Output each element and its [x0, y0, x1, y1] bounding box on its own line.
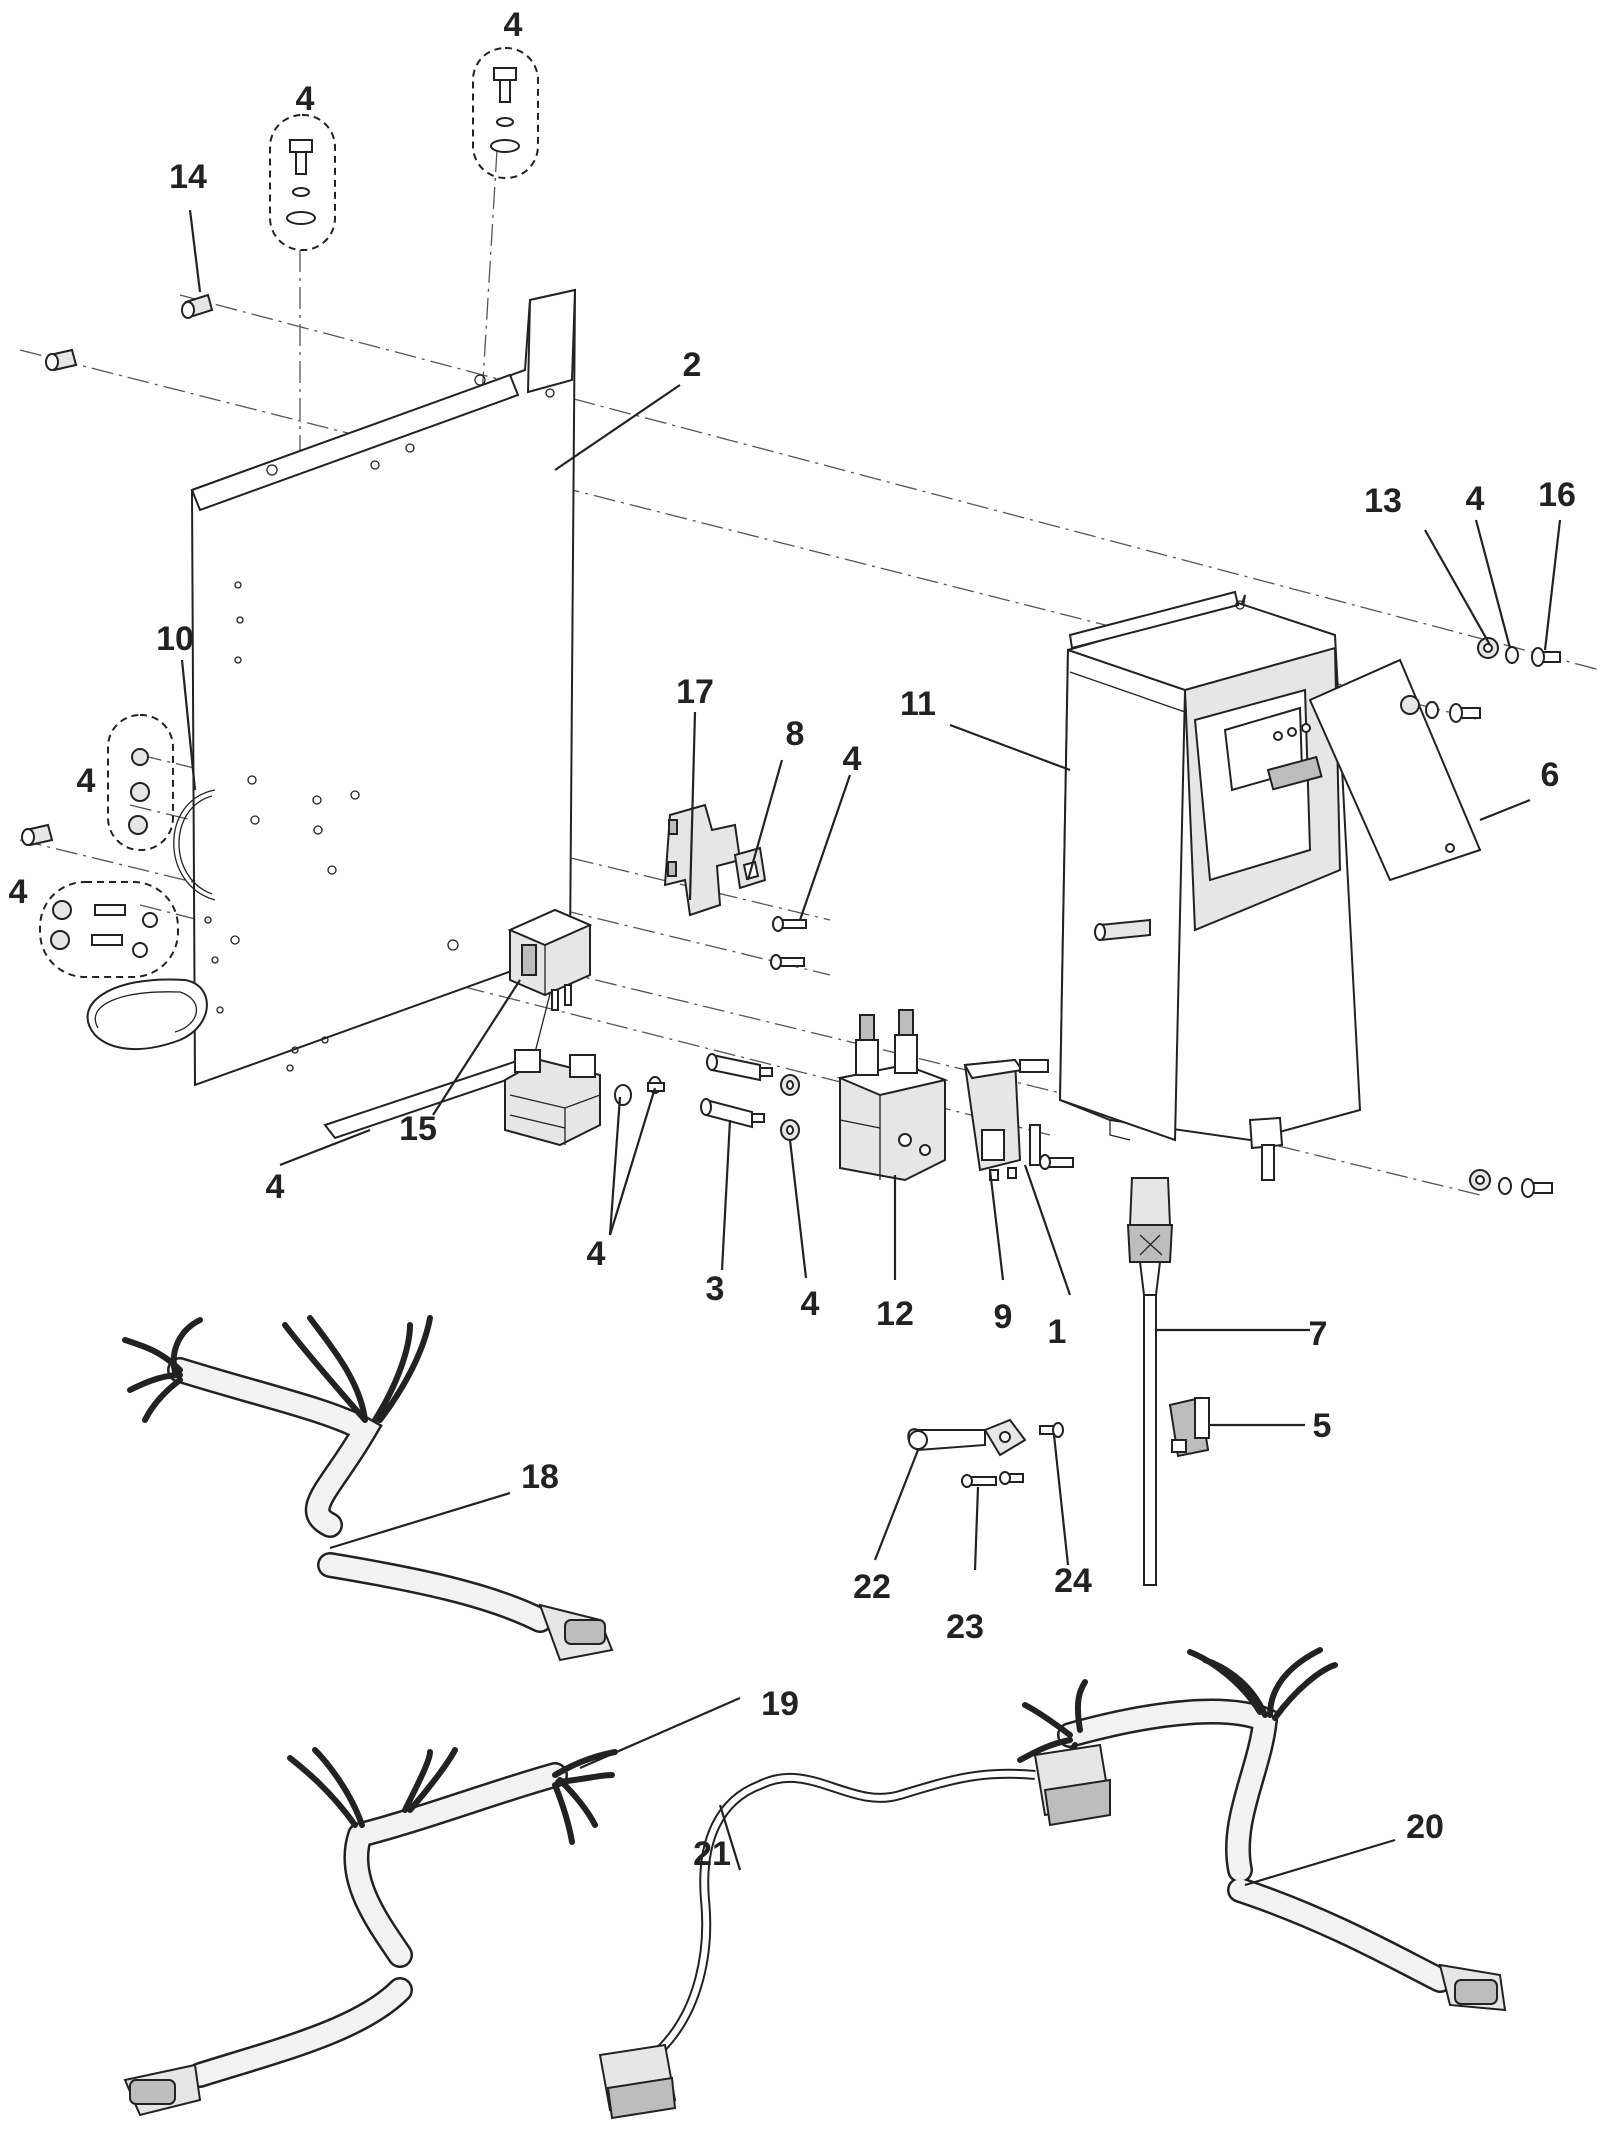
callout-9: 9: [994, 1298, 1013, 1336]
callout-labels: 1 2 3 4 4 4 4 4 4 4 4 4 4 5 6 7 8 9 10 1…: [9, 6, 1576, 1873]
callout-14: 14: [169, 158, 207, 196]
standoff-nut: [21, 348, 78, 847]
callout-20: 20: [1406, 1808, 1444, 1846]
callout-21: 21: [693, 1835, 731, 1873]
switch-block: [733, 846, 767, 890]
mounting-plate: [190, 288, 577, 1140]
callout-4-plate-bottom: 4: [266, 1168, 285, 1206]
ring-terminal-22: [907, 1418, 1027, 1457]
connector-5: [1168, 1396, 1210, 1458]
relay-socket: [504, 1049, 601, 1147]
callout-4-washer: 4: [801, 1285, 820, 1323]
callout-13: 13: [1364, 482, 1402, 520]
callout-11: 11: [900, 685, 936, 723]
callout-1: 1: [1048, 1313, 1067, 1351]
callout-4-bracket: 4: [843, 740, 862, 778]
switch-bracket: [663, 803, 742, 917]
callout-7: 7: [1309, 1315, 1328, 1353]
callout-8: 8: [786, 715, 805, 753]
screw-23: [961, 1471, 1024, 1488]
callout-4-lower-left: 4: [9, 873, 28, 911]
callout-2: 2: [683, 346, 702, 384]
relay: [507, 908, 593, 1011]
callout-4-top-left: 4: [296, 80, 315, 118]
screw-24: [1039, 1422, 1064, 1438]
power-cord: [1126, 1177, 1174, 1586]
callout-19: 19: [761, 1685, 799, 1723]
spacers: [700, 1053, 800, 1141]
callout-15: 15: [399, 1110, 437, 1148]
callout-16: 16: [1538, 476, 1576, 514]
fuse-screw: [1039, 1154, 1074, 1170]
wiring-harness-21: [598, 1743, 1112, 2120]
hardware-group-lower-left: [39, 881, 179, 978]
cable-tie: [86, 789, 216, 1051]
standoff-nut-14: [181, 293, 214, 319]
hardware-group-left: [107, 714, 174, 851]
callout-4-enclosure-top: 4: [1466, 480, 1485, 518]
callout-12: 12: [876, 1295, 914, 1333]
hardware-group-top-right: [472, 47, 539, 179]
wiring-harness-18: [122, 1315, 614, 1662]
callout-5: 5: [1313, 1407, 1332, 1445]
fuse-holder: [963, 1058, 1049, 1181]
wiring-harness-19: [123, 1747, 618, 2117]
socket-screws: [614, 1076, 665, 1106]
leader-lines: [180, 209, 1562, 1887]
bracket-screws: [770, 916, 807, 970]
callout-4-top-right: 4: [504, 6, 523, 44]
callout-4-left: 4: [77, 762, 96, 800]
callout-23: 23: [946, 1608, 984, 1646]
callout-24: 24: [1054, 1562, 1092, 1600]
hardware-group-top-left: [269, 114, 336, 251]
callout-3: 3: [706, 1270, 725, 1308]
callout-18: 18: [521, 1458, 559, 1496]
callout-17: 17: [676, 673, 714, 711]
callout-10: 10: [156, 620, 194, 658]
callout-6: 6: [1541, 756, 1560, 794]
controller-enclosure: [1058, 590, 1482, 1181]
contactor: [836, 1009, 949, 1182]
enclosure-fasteners: [1400, 637, 1561, 1198]
wiring-harness-20: [1017, 1647, 1507, 2012]
callout-22: 22: [853, 1568, 891, 1606]
callout-4-socket: 4: [587, 1235, 606, 1273]
